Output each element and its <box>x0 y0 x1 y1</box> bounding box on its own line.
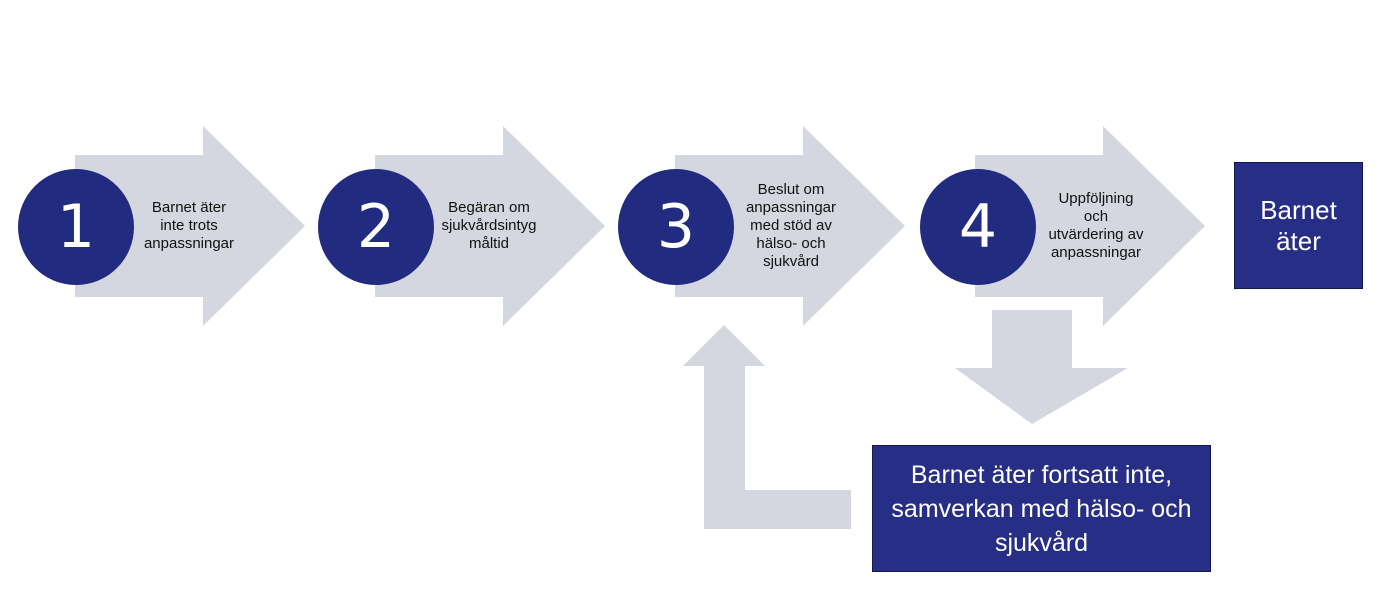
step-1-number-circle: 1 <box>18 169 134 285</box>
step-4-number-circle: 4 <box>920 169 1036 285</box>
step-4-arrow <box>975 126 1205 326</box>
step-1-arrow <box>75 126 305 326</box>
step-2-label: Begäran om sjukvårdsintyg måltid <box>441 199 537 252</box>
step-1-label: Barnet äter inte trots anpassningar <box>143 199 235 252</box>
outcome-success-box: Barnet äter <box>1234 162 1363 289</box>
down-arrow <box>955 310 1128 424</box>
step-3-arrow <box>675 126 905 326</box>
step-2-number-circle: 2 <box>318 169 434 285</box>
step-3-number-circle: 3 <box>618 169 734 285</box>
step-2-arrow <box>375 126 605 326</box>
loop-back-arrow <box>683 325 851 529</box>
outcome-failure-box: Barnet äter fortsatt inte, samverkan med… <box>872 445 1211 572</box>
step-4-label: Uppföljning och utvärdering av anpassnin… <box>1048 190 1144 261</box>
step-3-label: Beslut om anpassningar med stöd av hälso… <box>745 181 837 270</box>
